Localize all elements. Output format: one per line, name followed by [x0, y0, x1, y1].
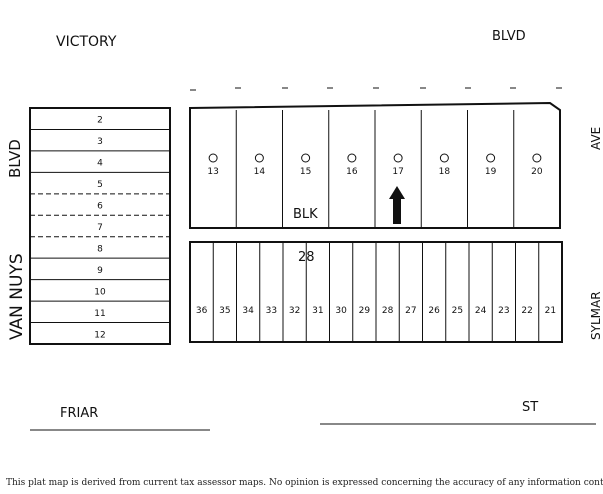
lot-number: 2 [97, 116, 103, 126]
disclaimer-text: This plat map is derived from current ta… [6, 478, 603, 488]
lot-marker-circle [347, 153, 357, 163]
lot-number: 11 [94, 309, 105, 319]
upper-block-outline [189, 101, 561, 229]
lot-number: 19 [485, 167, 497, 177]
lot-number: 5 [97, 180, 103, 190]
lower-lot-labels: 36 35 34 33 32 31 30 29 28 27 26 25 24 23 22 21 [196, 306, 556, 316]
lot-number: 3 [97, 137, 103, 147]
lot-number: 12 [94, 330, 105, 340]
sylmar-street-label: SYLMAR [589, 291, 603, 340]
lot-marker-circle [532, 153, 542, 163]
lot-marker-circle [439, 153, 449, 163]
blvd-left-label: BLVD [6, 139, 24, 178]
lot-number: 34 [242, 306, 254, 316]
lot-number: 21 [545, 306, 556, 316]
lot-number: 26 [428, 306, 440, 316]
lot-number: 22 [521, 306, 532, 316]
lot-marker-circle [254, 153, 264, 163]
top-street-ticks [190, 87, 562, 91]
lot-number: 33 [266, 306, 277, 316]
lot-number: 32 [289, 306, 300, 316]
lot-number: 35 [219, 306, 230, 316]
block-number: 28 [298, 250, 315, 265]
left-lot-labels: 2 3 4 5 6 7 8 9 10 11 12 [94, 116, 106, 341]
lot-number: 36 [196, 306, 208, 316]
lot-number: 29 [359, 306, 371, 316]
van-nuys-label: VAN NUYS [7, 253, 27, 340]
lot-number: 6 [97, 202, 103, 212]
blvd-top-label: BLVD [492, 29, 526, 44]
lot-number: 14 [254, 167, 266, 177]
lot-number: 16 [346, 167, 358, 177]
lot-number: 24 [475, 306, 487, 316]
left-lot-lines [30, 128, 170, 324]
highlighted-lot-number: 17 [392, 167, 403, 177]
lot-number: 23 [498, 306, 509, 316]
lot-marker-circle [208, 153, 218, 163]
lot-number: 9 [97, 266, 103, 276]
lot-number: 18 [439, 167, 451, 177]
victory-street-label: VICTORY [56, 34, 117, 50]
upper-lot-labels: 13 14 15 16 17 18 19 20 [207, 153, 543, 177]
left-block-outline [29, 107, 171, 345]
lot-number: 10 [94, 287, 106, 297]
lot-number: 13 [207, 167, 218, 177]
lot-number: 30 [335, 306, 347, 316]
arrow-up-icon [389, 186, 405, 224]
lot-number: 27 [405, 306, 416, 316]
ave-street-label: AVE [589, 127, 603, 150]
lot-marker-circle [393, 153, 403, 163]
lot-number: 7 [97, 223, 103, 233]
lot-number: 4 [97, 159, 103, 169]
lot-marker-circle [486, 153, 496, 163]
lot-number: 28 [382, 306, 394, 316]
lot-number: 20 [531, 167, 543, 177]
lot-number: 31 [312, 306, 323, 316]
lower-lot-lines [212, 242, 540, 342]
st-street-label: ST [522, 400, 538, 415]
friar-street-label: FRIAR [60, 406, 98, 421]
lot-number: 15 [300, 167, 311, 177]
block-label: BLK [293, 207, 318, 222]
lot-marker-circle [301, 153, 311, 163]
lot-number: 25 [452, 306, 463, 316]
upper-lot-lines [235, 110, 515, 228]
lot-number: 8 [97, 244, 103, 254]
